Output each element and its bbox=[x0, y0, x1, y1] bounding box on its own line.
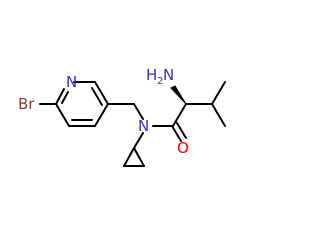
bond-ring-c3-c4 bbox=[94, 103, 109, 127]
bond-ring-c5-c6 bbox=[55, 103, 70, 127]
bond-carbonyl-o bbox=[171, 125, 182, 142]
bond-ring-c6-n bbox=[55, 88, 65, 105]
bond-cp-c-a bbox=[133, 147, 145, 167]
bond-ch2-n bbox=[133, 103, 144, 120]
structure-canvas: N Br N O H 2 N bbox=[18, 66, 226, 167]
wedge-calpha-amine bbox=[170, 85, 187, 105]
atom-labels: N Br N O H 2 N bbox=[18, 66, 189, 157]
bond-ring-c2-c3 bbox=[94, 81, 109, 105]
bond-ring-c6-n-inner bbox=[61, 91, 69, 104]
atom-pyridine-nitrogen: N bbox=[66, 73, 77, 91]
bond-cp-a-b bbox=[123, 147, 135, 167]
bonds bbox=[39, 81, 226, 167]
bond-carbonyl-o-2 bbox=[176, 122, 187, 139]
bond-cbeta-me2 bbox=[211, 103, 226, 127]
molecule-diagram: N Br N O H 2 N bbox=[18, 66, 226, 167]
bond-ring-c2-c3-inner bbox=[91, 87, 103, 106]
amino-subscript: 2 bbox=[157, 76, 163, 87]
bond-n-cp bbox=[133, 132, 144, 149]
amino-hydrogen: H bbox=[146, 66, 157, 84]
atom-amino-group: H 2 N bbox=[146, 66, 174, 87]
atom-amide-oxygen: O bbox=[177, 139, 189, 157]
amino-nitrogen: N bbox=[163, 66, 174, 84]
bond-carbonyl-calpha bbox=[172, 103, 187, 127]
atom-bromine: Br bbox=[18, 95, 35, 113]
bond-cbeta-me1 bbox=[211, 81, 226, 105]
atom-amide-nitrogen: N bbox=[138, 117, 149, 135]
